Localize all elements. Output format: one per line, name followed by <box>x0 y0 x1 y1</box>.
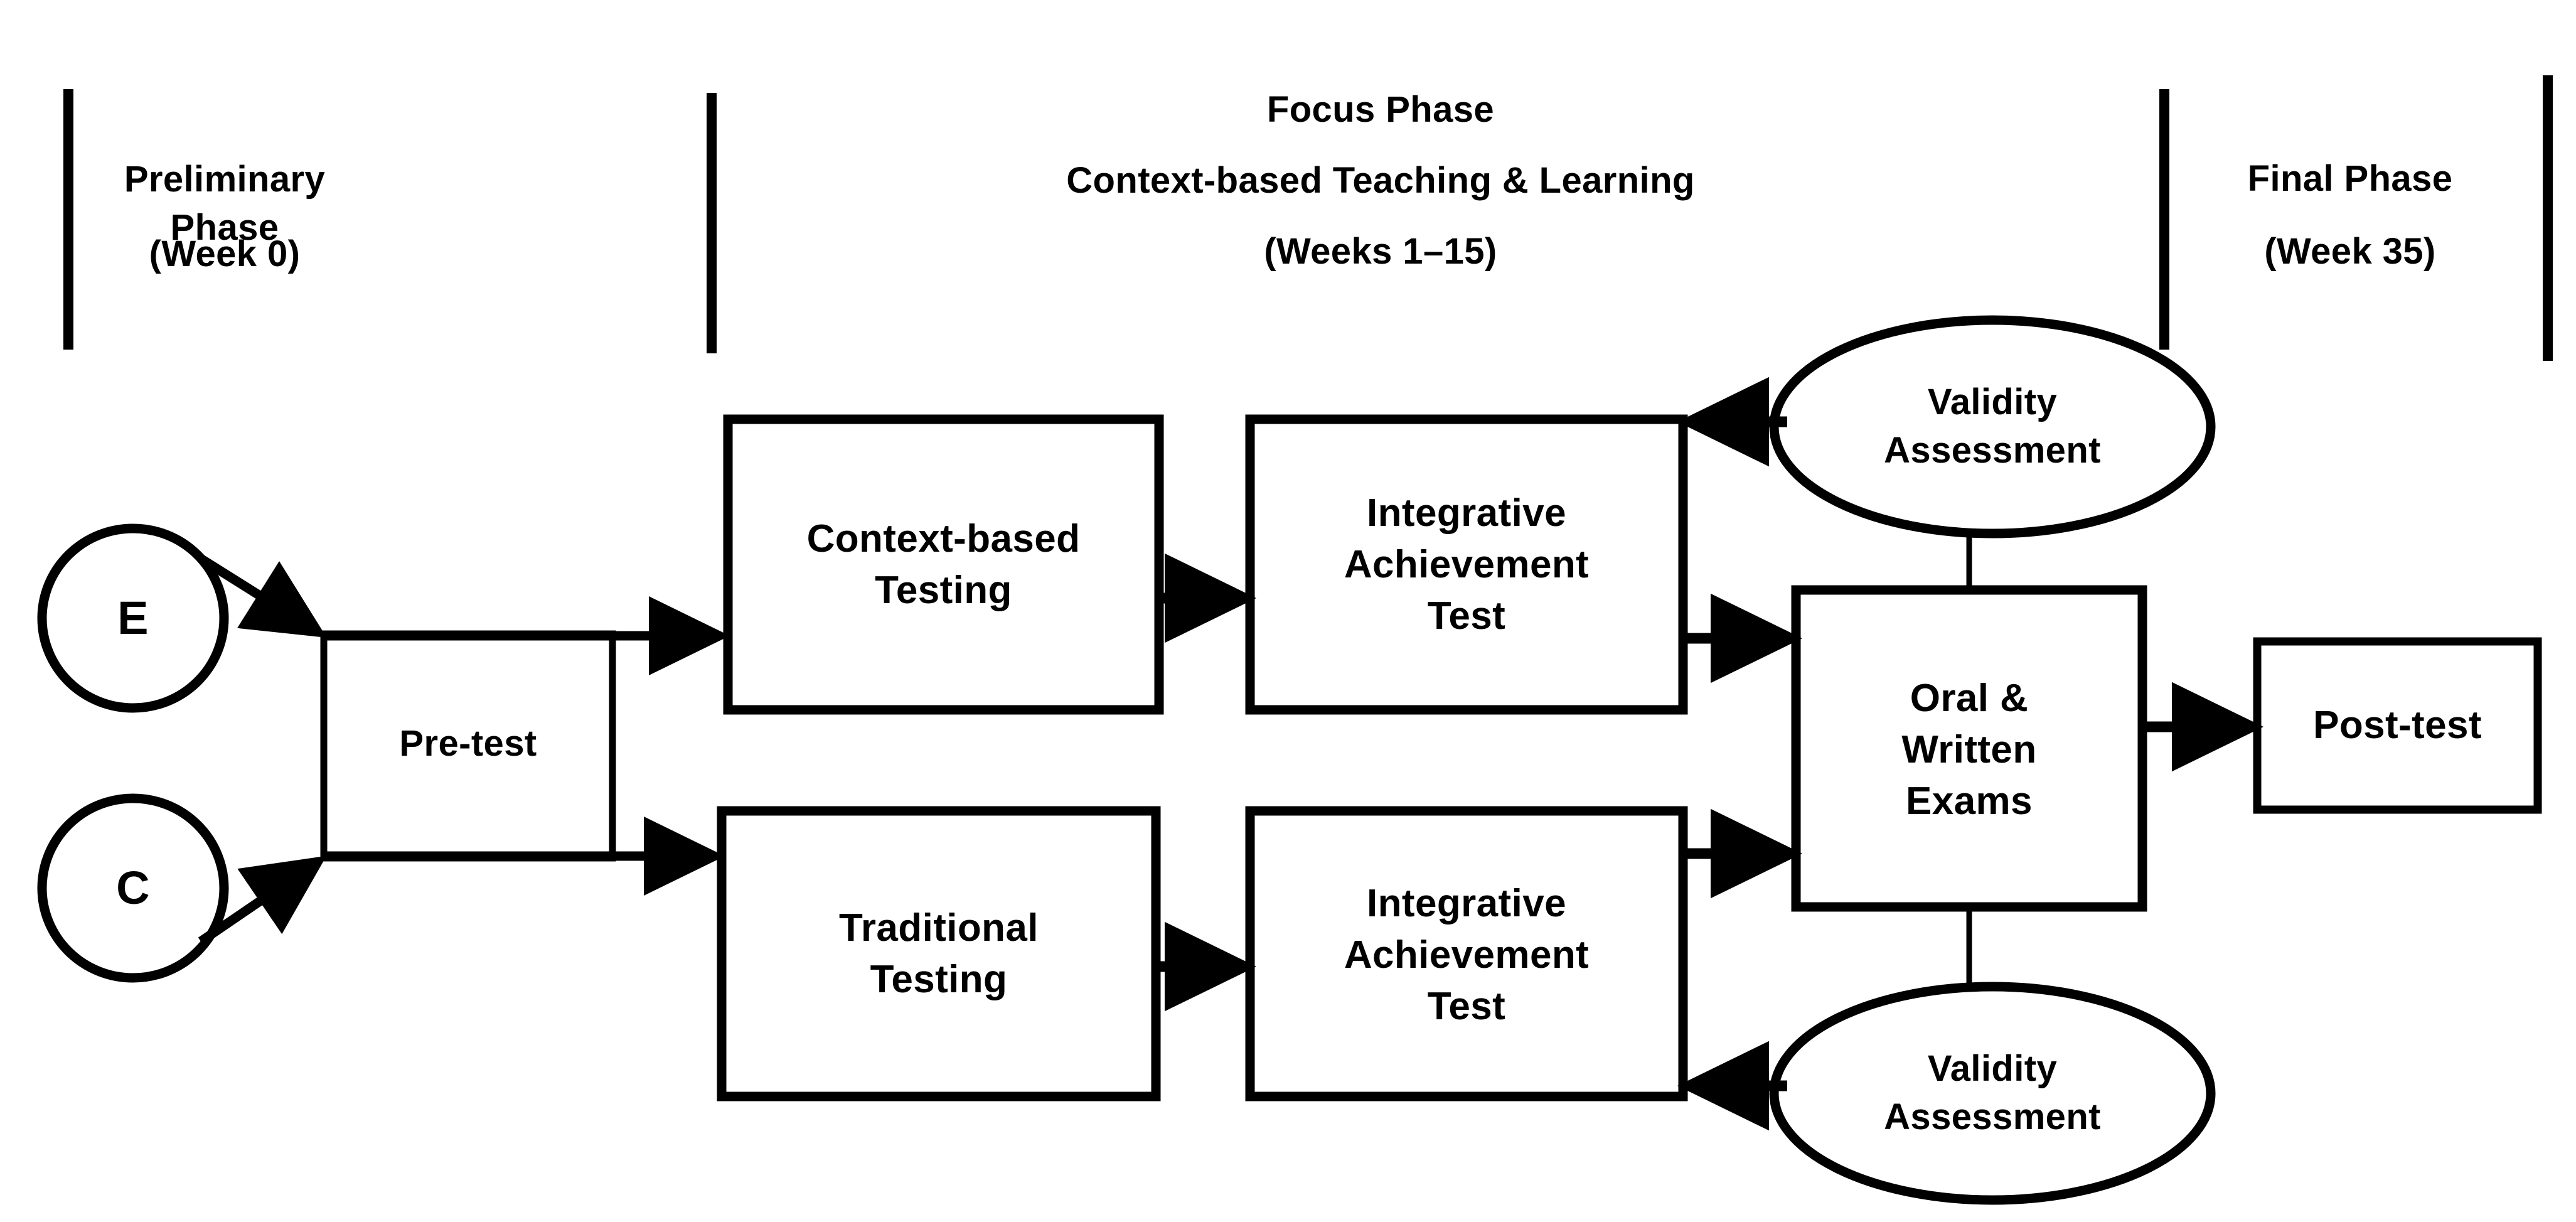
node-box-traditional-testing <box>717 806 1161 1101</box>
group-circle-control <box>37 793 229 983</box>
node-box-pre-test <box>320 630 616 862</box>
phase-divider-2 <box>707 93 717 353</box>
node-box-iat-experimental <box>1245 414 1688 715</box>
phase-divider-4 <box>2543 75 2553 361</box>
node-box-oral-written-exams <box>1791 585 2147 912</box>
node-ellipse-validity-bottom <box>1769 982 2216 1205</box>
phase-divider-1 <box>63 89 73 350</box>
edge-control-to-pre-test <box>198 855 327 946</box>
edge-experimental-to-pre-test <box>198 554 327 638</box>
node-box-iat-control <box>1245 806 1688 1101</box>
group-circle-experimental <box>37 523 229 713</box>
node-ellipse-validity-top <box>1769 315 2216 539</box>
node-box-context-based-testing <box>723 414 1164 715</box>
phase-divider-3 <box>2159 89 2169 350</box>
node-box-post-test <box>2253 637 2542 814</box>
